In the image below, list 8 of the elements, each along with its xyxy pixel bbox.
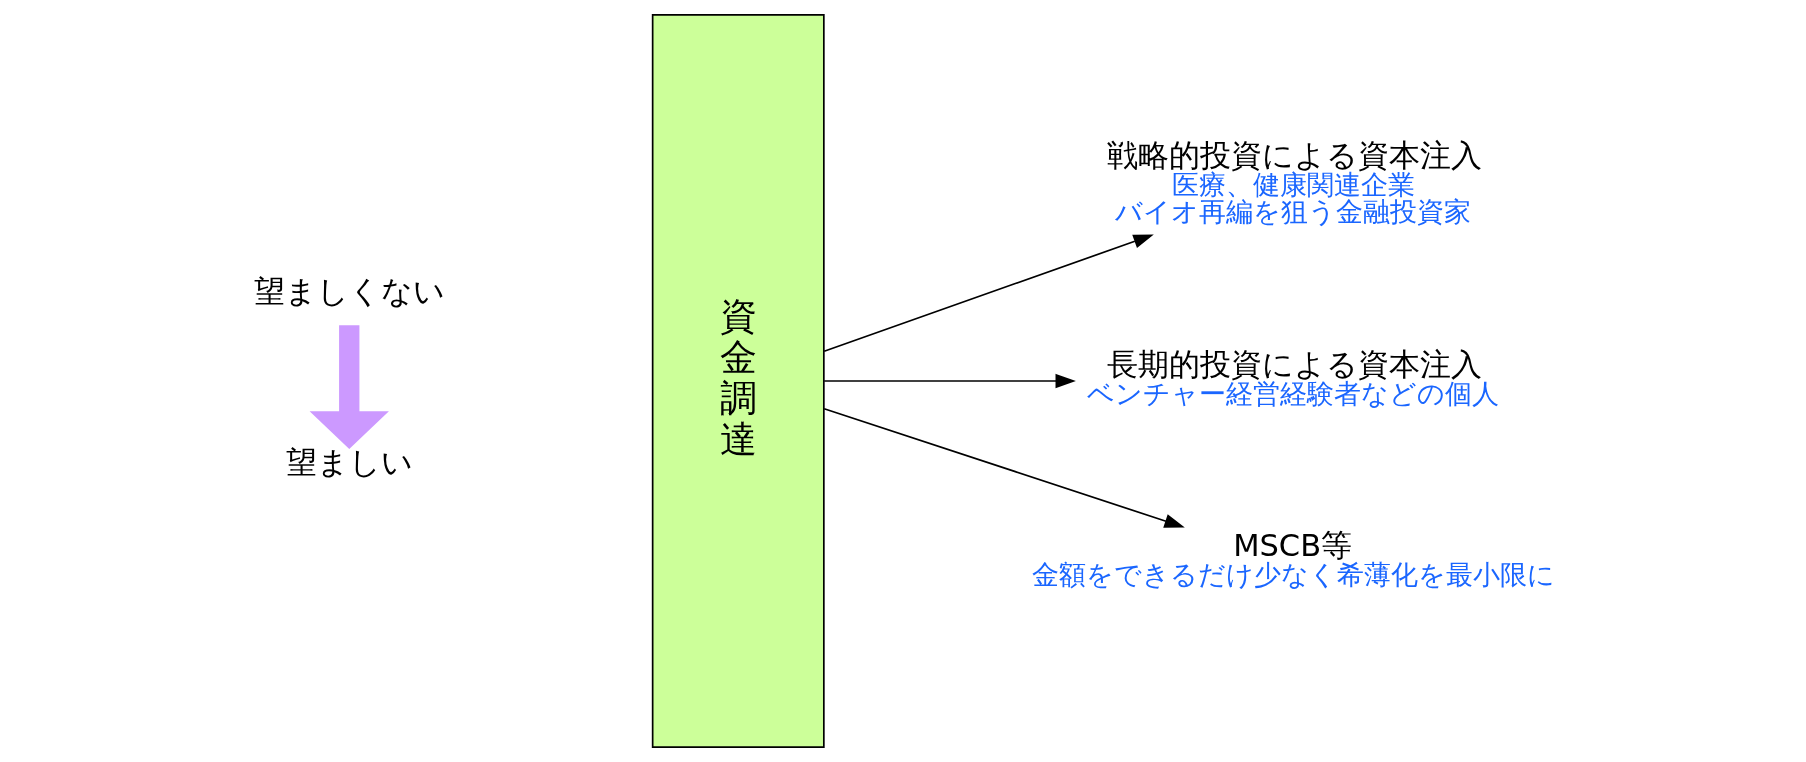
node-box: 資金調達 (651, 14, 825, 748)
arrow (822, 407, 1185, 528)
node-text: 望ましい (285, 445, 413, 481)
arrow (309, 325, 389, 450)
node-text: 望ましくない (253, 274, 445, 310)
node-label: 金額をできるだけ少なく希薄化を最小限に (1031, 559, 1555, 591)
arrow (822, 234, 1154, 353)
arrow (822, 373, 1076, 389)
